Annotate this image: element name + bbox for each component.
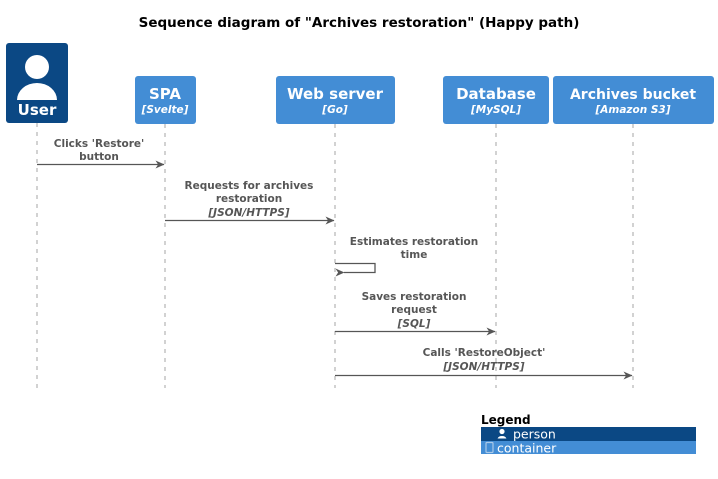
participant-archives-bucket-label: Archives bucket (570, 87, 696, 103)
legend-entry-person: person (481, 427, 696, 442)
message-1-label-line2: button (79, 151, 119, 163)
message-2-technology: [JSON/HTTPS] (207, 207, 289, 219)
diagram-title: Sequence diagram of "Archives restoratio… (139, 15, 580, 31)
participant-spa-technology: [Svelte] (141, 104, 189, 116)
participant-user-label: User (18, 101, 57, 119)
legend-entry-container: container (481, 441, 696, 456)
participant-web-server[interactable]: Web server [Go] (276, 76, 395, 124)
participant-database[interactable]: Database [MySQL] (443, 76, 549, 124)
message-3-self-arrow (335, 262, 376, 277)
participant-spa[interactable]: SPA [Svelte] (135, 76, 196, 124)
message-5-technology: [JSON/HTTPS] (442, 361, 524, 373)
participant-spa-box (135, 76, 196, 124)
container-icon (485, 441, 494, 454)
message-1-label-line1: Clicks 'Restore' (54, 138, 144, 150)
legend-person-swatch (481, 427, 696, 441)
participant-user[interactable]: User (6, 43, 68, 123)
message-4-technology: [SQL] (397, 318, 431, 330)
message-5-label-line1: Calls 'RestoreObject' (423, 347, 546, 359)
participant-archives-bucket[interactable]: Archives bucket [Amazon S3] (553, 76, 714, 124)
participant-database-technology: [MySQL] (470, 104, 521, 116)
message-clicks-restore-button: Clicks 'Restore' button (37, 138, 165, 169)
message-requests-for-archives-restoration: Requests for archives restoration [JSON/… (165, 180, 335, 225)
legend: Legend person container (481, 413, 696, 456)
participant-web-server-technology: [Go] (321, 104, 348, 116)
person-icon (17, 55, 57, 100)
message-calls-restoreobject: Calls 'RestoreObject' [JSON/HTTPS] (335, 347, 633, 380)
participant-web-server-box (276, 76, 395, 124)
participant-web-server-label: Web server (287, 85, 384, 103)
participant-archives-bucket-technology: [Amazon S3] (594, 104, 670, 116)
message-4-label-line1: Saves restoration (362, 291, 467, 303)
legend-container-label: container (497, 441, 557, 456)
participant-database-label: Database (456, 85, 536, 103)
message-2-label-line1: Requests for archives (185, 180, 314, 192)
person-icon (497, 428, 507, 439)
legend-person-label: person (513, 427, 556, 442)
message-estimates-restoration-time: Estimates restoration time (335, 236, 478, 277)
legend-title: Legend (481, 413, 531, 427)
message-4-label-line2: request (391, 304, 437, 316)
participant-spa-label: SPA (149, 85, 181, 103)
participant-archives-bucket-box (553, 76, 714, 124)
legend-container-swatch (481, 441, 696, 454)
message-saves-restoration-request: Saves restoration request [SQL] (335, 291, 496, 336)
message-3-label-line1: Estimates restoration (350, 236, 478, 248)
message-3-label-line2: time (401, 249, 428, 261)
message-2-label-line2: restoration (216, 193, 282, 205)
participant-database-box (443, 76, 549, 124)
